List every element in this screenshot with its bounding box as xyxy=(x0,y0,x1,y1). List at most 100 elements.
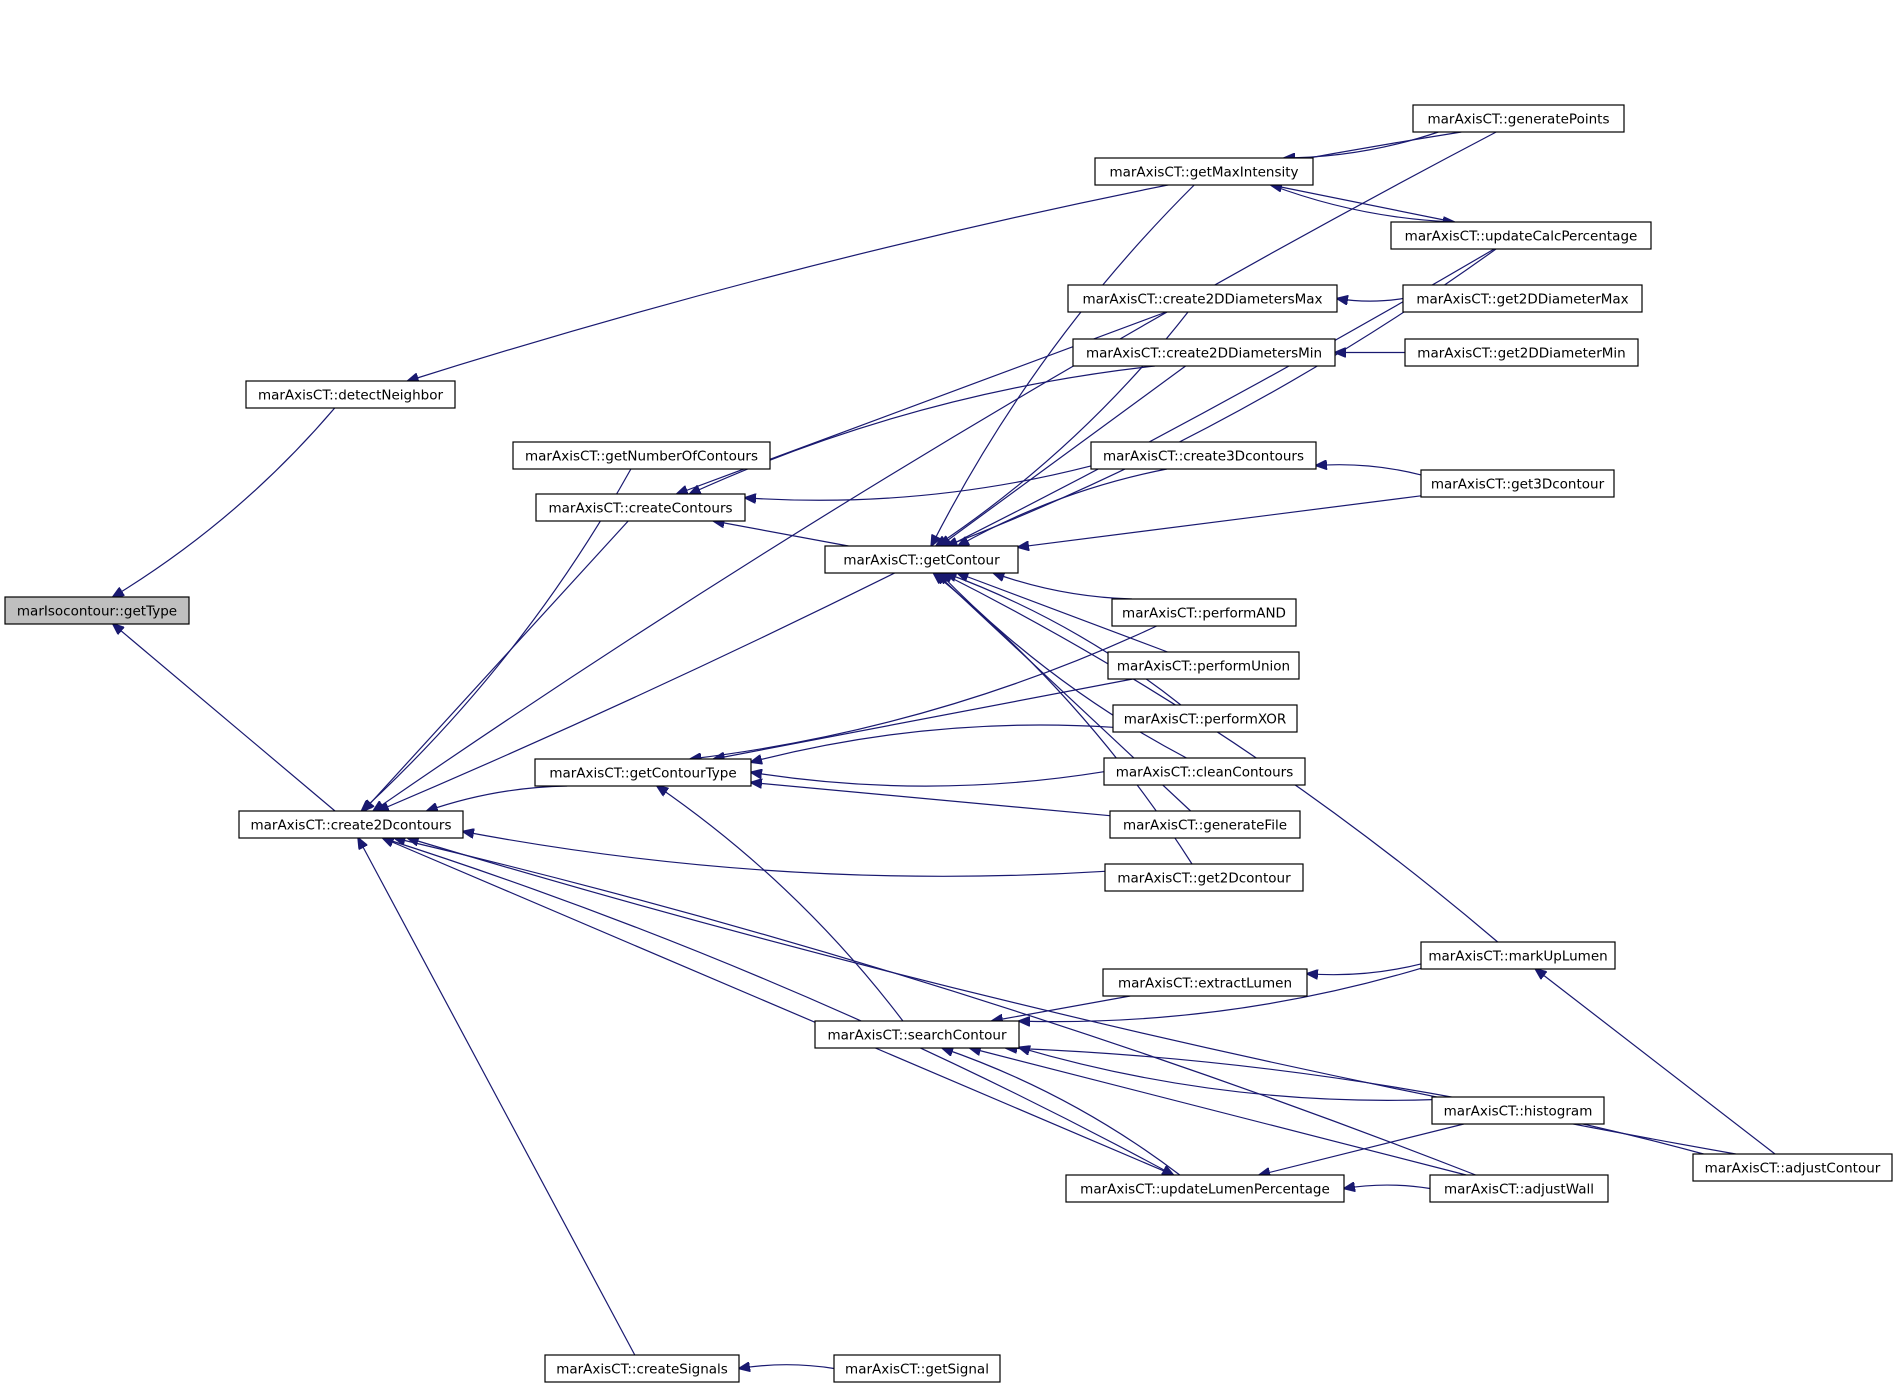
node-updateCalcPercentage[interactable]: marAxisCT::updateCalcPercentage xyxy=(1390,221,1652,250)
edge-histogram-to-updateLumenPercentage xyxy=(1259,1123,1464,1175)
node-searchContour[interactable]: marAxisCT::searchContour xyxy=(814,1020,1020,1049)
edge-performUnion-to-getContour xyxy=(957,573,1168,653)
node-box[interactable] xyxy=(512,441,771,470)
node-get2DDiameterMax[interactable]: marAxisCT::get2DDiameterMax xyxy=(1402,284,1643,313)
node-box[interactable] xyxy=(1412,104,1625,133)
node-label: marAxisCT::updateLumenPercentage xyxy=(1080,1182,1330,1198)
node-box[interactable] xyxy=(1090,441,1317,470)
node-get3Dcontour[interactable]: marAxisCT::get3Dcontour xyxy=(1420,469,1615,498)
node-createContours[interactable]: marAxisCT::createContours xyxy=(535,493,746,522)
node-label: marAxisCT::detectNeighbor xyxy=(258,388,444,404)
node-label: marAxisCT::createContours xyxy=(548,501,732,517)
node-label: marAxisCT::getMaxIntensity xyxy=(1109,165,1298,181)
node-box[interactable] xyxy=(4,596,190,625)
node-getNumberOfContours[interactable]: marAxisCT::getNumberOfContours xyxy=(512,441,771,470)
node-box[interactable] xyxy=(1067,284,1338,313)
node-label: marAxisCT::updateCalcPercentage xyxy=(1405,229,1638,245)
node-label: marAxisCT::get2Dcontour xyxy=(1117,871,1291,887)
node-adjustContour[interactable]: marAxisCT::adjustContour xyxy=(1692,1153,1893,1182)
node-box[interactable] xyxy=(1102,968,1308,997)
node-label: marAxisCT::performXOR xyxy=(1124,712,1287,728)
node-label: marAxisCT::searchContour xyxy=(827,1028,1006,1044)
node-box[interactable] xyxy=(1420,941,1616,970)
node-getContourType[interactable]: marAxisCT::getContourType xyxy=(534,758,752,787)
node-box[interactable] xyxy=(544,1354,740,1383)
node-box[interactable] xyxy=(1065,1174,1345,1203)
edge-getContourType-to-create2Dcontours xyxy=(427,785,568,811)
node-label: marAxisCT::getContourType xyxy=(549,766,736,782)
node-extractLumen[interactable]: marAxisCT::extractLumen xyxy=(1102,968,1308,997)
node-box[interactable] xyxy=(1420,469,1615,498)
node-generateFile[interactable]: marAxisCT::generateFile xyxy=(1109,810,1301,839)
node-box[interactable] xyxy=(824,545,1019,574)
node-getSignal[interactable]: marAxisCT::getSignal xyxy=(833,1354,1001,1383)
node-box[interactable] xyxy=(1402,284,1643,313)
edge-performAND-to-getContourType xyxy=(690,625,1157,759)
edge-create2DDiametersMin-to-createContours xyxy=(690,365,1155,494)
node-box[interactable] xyxy=(833,1354,1001,1383)
node-create3Dcontours[interactable]: marAxisCT::create3Dcontours xyxy=(1090,441,1317,470)
node-label: marIsocontour::getType xyxy=(17,604,177,620)
node-get2Dcontour[interactable]: marAxisCT::get2Dcontour xyxy=(1104,863,1304,892)
edge-getContour-to-createContours xyxy=(714,521,849,547)
edge-generatePoints-to-getMaxIntensity xyxy=(1284,131,1439,158)
edge-create2Dcontours-to-updateLumenPercentage xyxy=(382,837,1174,1175)
node-label: marAxisCT::markUpLumen xyxy=(1428,949,1607,965)
node-box[interactable] xyxy=(1111,598,1297,627)
edge-performXOR-to-getContour xyxy=(946,573,1182,706)
node-performAND[interactable]: marAxisCT::performAND xyxy=(1111,598,1297,627)
node-cleanContours[interactable]: marAxisCT::cleanContours xyxy=(1103,757,1306,786)
node-box[interactable] xyxy=(1390,221,1652,250)
edge-create2DDiametersMin-to-getContour xyxy=(940,365,1186,546)
node-markUpLumen[interactable]: marAxisCT::markUpLumen xyxy=(1420,941,1616,970)
node-getContour[interactable]: marAxisCT::getContour xyxy=(824,545,1019,574)
node-label: marAxisCT::cleanContours xyxy=(1116,765,1294,781)
node-box[interactable] xyxy=(1692,1153,1893,1182)
node-label: marAxisCT::getNumberOfContours xyxy=(525,449,758,465)
edge-get2Dcontour-to-create2Dcontours xyxy=(463,832,1106,877)
node-label: marAxisCT::adjustWall xyxy=(1444,1182,1594,1198)
node-box[interactable] xyxy=(535,493,746,522)
edge-searchContour-to-getContourType xyxy=(657,786,904,1022)
node-box[interactable] xyxy=(1431,1096,1605,1125)
node-box[interactable] xyxy=(1103,757,1306,786)
node-get2DDiameterMin[interactable]: marAxisCT::get2DDiameterMin xyxy=(1404,338,1639,367)
edge-get2DDiameterMax-to-create2DDiametersMax xyxy=(1337,299,1404,302)
node-create2Dcontours[interactable]: marAxisCT::create2Dcontours xyxy=(238,810,464,839)
node-createSignals[interactable]: marAxisCT::createSignals xyxy=(544,1354,740,1383)
node-create2DDiametersMin[interactable]: marAxisCT::create2DDiametersMin xyxy=(1072,338,1336,367)
node-box[interactable] xyxy=(1107,651,1300,680)
node-label: marAxisCT::create3Dcontours xyxy=(1103,449,1304,465)
node-adjustWall[interactable]: marAxisCT::adjustWall xyxy=(1429,1174,1609,1203)
node-box[interactable] xyxy=(1104,863,1304,892)
node-performUnion[interactable]: marAxisCT::performUnion xyxy=(1107,651,1300,680)
node-box[interactable] xyxy=(245,380,456,409)
node-box[interactable] xyxy=(1109,810,1301,839)
node-box[interactable] xyxy=(238,810,464,839)
edge-performUnion-to-getContourType xyxy=(714,678,1133,759)
edge-adjustContour-to-searchContour xyxy=(1006,1048,1704,1155)
node-getMaxIntensity[interactable]: marAxisCT::getMaxIntensity xyxy=(1094,157,1314,186)
edge-detectNeighbor-to-getType xyxy=(113,407,336,597)
node-box[interactable] xyxy=(814,1020,1020,1049)
node-label: marAxisCT::createSignals xyxy=(556,1362,728,1378)
node-box[interactable] xyxy=(534,758,752,787)
node-box[interactable] xyxy=(1094,157,1314,186)
edge-adjustContour-to-markUpLumen xyxy=(1536,969,1776,1155)
node-updateLumenPercentage[interactable]: marAxisCT::updateLumenPercentage xyxy=(1065,1174,1345,1203)
node-create2DDiametersMax[interactable]: marAxisCT::create2DDiametersMax xyxy=(1067,284,1338,313)
edge-createSignals-to-create2Dcontours xyxy=(358,838,636,1356)
node-generatePoints[interactable]: marAxisCT::generatePoints xyxy=(1412,104,1625,133)
node-performXOR[interactable]: marAxisCT::performXOR xyxy=(1112,704,1298,733)
node-box[interactable] xyxy=(1112,704,1298,733)
edge-markUpLumen-to-extractLumen xyxy=(1307,963,1422,975)
node-getType[interactable]: marIsocontour::getType xyxy=(4,596,190,625)
node-detectNeighbor[interactable]: marAxisCT::detectNeighbor xyxy=(245,380,456,409)
node-histogram[interactable]: marAxisCT::histogram xyxy=(1431,1096,1605,1125)
node-box[interactable] xyxy=(1404,338,1639,367)
node-box[interactable] xyxy=(1072,338,1336,367)
node-label: marAxisCT::get2DDiameterMax xyxy=(1416,292,1628,308)
edge-generatePoints-to-create2Dcontours xyxy=(373,131,1497,811)
node-box[interactable] xyxy=(1429,1174,1609,1203)
edge-markUpLumen-to-searchContour xyxy=(1019,967,1422,1021)
